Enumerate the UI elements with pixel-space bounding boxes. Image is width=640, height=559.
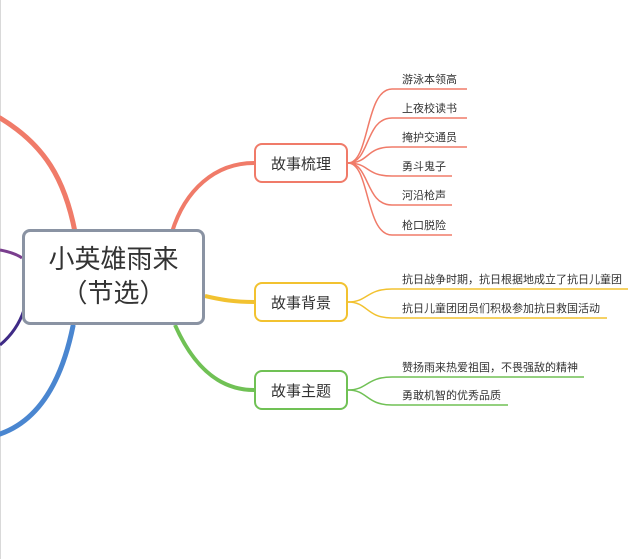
connector-background-leaf-2 [347,301,607,319]
connector-story-leaf-2 [347,117,467,164]
connector-center-story [170,161,255,233]
leaf-background-1[interactable]: 抗日战争时期，抗日根据地成立了抗日儿童团 [402,273,622,286]
connector-center-theme [173,324,255,392]
central-topic-subtitle: （节选） [61,279,166,309]
leaf-background-2[interactable]: 抗日儿童团团员们积极参加抗日救国活动 [402,302,600,315]
connector-left-purple [0,248,23,260]
leaf-story-5[interactable]: 河沿枪声 [402,189,446,202]
leaf-story-3[interactable]: 掩护交通员 [402,131,457,144]
leaf-story-1[interactable]: 游泳本领高 [402,73,457,86]
connector-left-indigo [0,309,26,347]
connector-story-leaf-6 [347,162,452,236]
connector-center-background [204,294,255,304]
leaf-theme-1[interactable]: 赞扬雨来热爱祖国，不畏强敌的精神 [402,361,578,374]
branch-story-background-label: 故事背景 [270,293,331,312]
connector-theme-leaf-2 [347,389,508,406]
leaf-story-2[interactable]: 上夜校读书 [402,102,457,115]
canvas-left-edge [0,0,1,559]
branch-story-theme[interactable]: 故事主题 [254,370,348,410]
connector-story-leaf-3 [347,146,467,164]
central-topic-title: 小英雄雨来 [48,245,179,275]
connector-background-leaf-1 [347,288,628,303]
branch-story-outline[interactable]: 故事梳理 [254,143,348,183]
connector-left-top [0,115,78,235]
branch-story-background[interactable]: 故事背景 [254,282,348,322]
connector-left-blue [0,323,76,437]
connector-theme-leaf-1 [347,376,584,391]
leaf-story-4[interactable]: 勇斗鬼子 [402,160,446,173]
connector-story-leaf-1 [347,88,467,164]
branch-story-outline-label: 故事梳理 [270,154,331,173]
branch-story-theme-label: 故事主题 [270,381,331,400]
central-topic[interactable]: 小英雄雨来 （节选） [22,229,205,325]
leaf-story-6[interactable]: 枪口脱险 [402,219,446,232]
leaf-theme-2[interactable]: 勇敢机智的优秀品质 [402,389,501,402]
